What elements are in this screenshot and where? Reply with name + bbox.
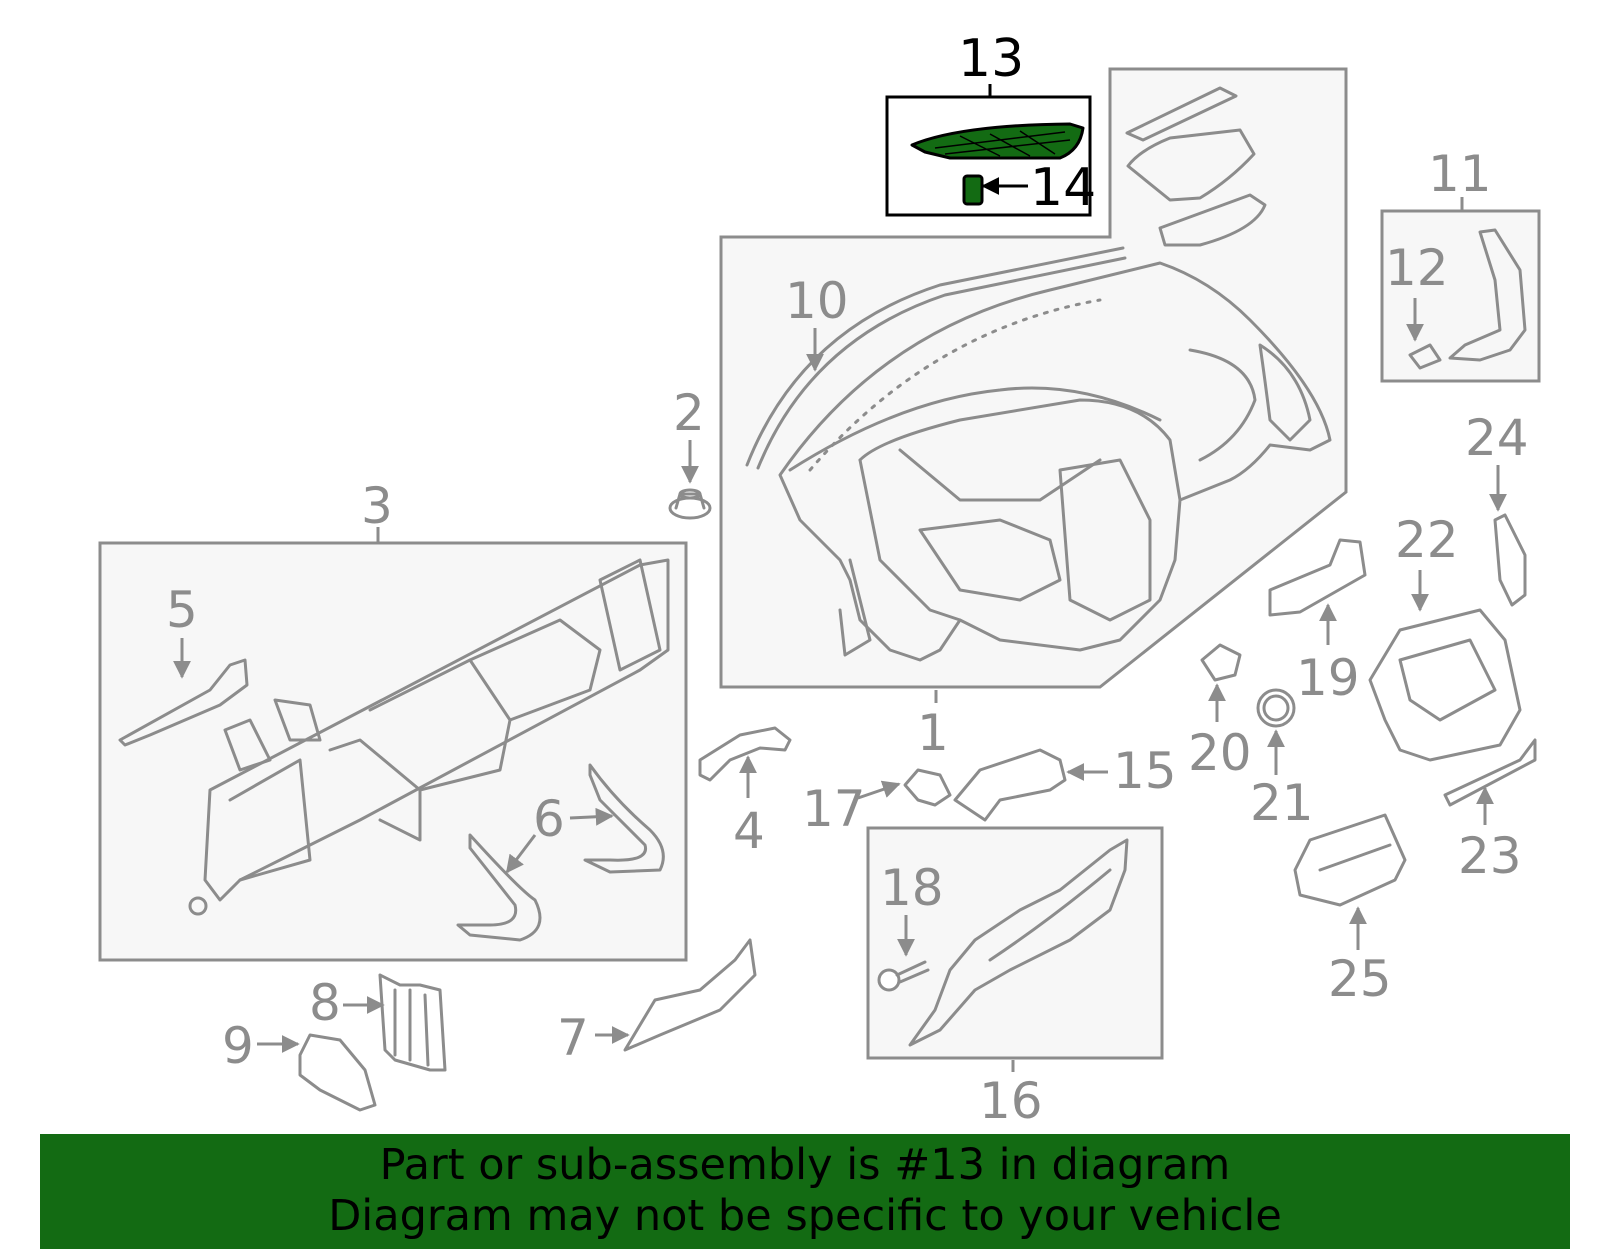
part-1-instrument-panel[interactable] bbox=[778, 261, 1332, 662]
part-17-clip[interactable] bbox=[903, 768, 952, 807]
part-4-bracket[interactable] bbox=[698, 726, 792, 782]
banner-line-2: Diagram may not be specific to your vehi… bbox=[328, 1191, 1282, 1241]
callout-4[interactable]: 4 bbox=[733, 802, 765, 860]
callout-5[interactable]: 5 bbox=[166, 581, 198, 639]
group-box-1 bbox=[719, 67, 1348, 689]
leader-lines bbox=[173, 84, 1507, 1072]
callout-9[interactable]: 9 bbox=[222, 1017, 254, 1075]
part-5-bracket[interactable] bbox=[118, 658, 249, 747]
banner-line-1: Part or sub-assembly is #13 in diagram bbox=[379, 1140, 1231, 1190]
callout-13[interactable]: 13 bbox=[958, 29, 1024, 89]
part-21-ring[interactable] bbox=[1256, 688, 1296, 728]
callout-15[interactable]: 15 bbox=[1113, 742, 1177, 800]
part-10-defroster-strip[interactable] bbox=[745, 246, 1127, 470]
part-15-duct[interactable] bbox=[953, 748, 1067, 822]
part-11-side-trim[interactable] bbox=[1448, 228, 1527, 362]
part-23-strip[interactable] bbox=[1443, 738, 1537, 807]
part-7-trim-panel[interactable] bbox=[623, 938, 757, 1052]
group-box-11 bbox=[1380, 209, 1541, 383]
part-19-bracket[interactable] bbox=[1268, 538, 1367, 617]
callout-25[interactable]: 25 bbox=[1328, 950, 1392, 1008]
part-12-clip[interactable] bbox=[1408, 343, 1442, 370]
callout-20[interactable]: 20 bbox=[1188, 724, 1252, 782]
callout-8[interactable]: 8 bbox=[309, 974, 341, 1032]
callout-23[interactable]: 23 bbox=[1458, 827, 1522, 885]
part-3-cross-car-beam[interactable] bbox=[188, 558, 670, 916]
callout-11[interactable]: 11 bbox=[1428, 145, 1492, 203]
info-banner: Part or sub-assembly is #13 in diagram D… bbox=[40, 1134, 1570, 1249]
callout-24[interactable]: 24 bbox=[1465, 409, 1529, 467]
callout-21[interactable]: 21 bbox=[1250, 774, 1314, 832]
group-box-3 bbox=[98, 541, 688, 962]
part-top-trim-pieces[interactable] bbox=[1125, 86, 1267, 247]
callout-10[interactable]: 10 bbox=[785, 272, 849, 330]
part-22-center-bezel[interactable] bbox=[1368, 608, 1522, 762]
part-25-control-panel[interactable] bbox=[1293, 813, 1407, 907]
callout-6[interactable]: 6 bbox=[533, 790, 565, 848]
callout-1[interactable]: 1 bbox=[917, 704, 949, 762]
part-20-switch[interactable] bbox=[1200, 643, 1242, 682]
part-13-finish-panel[interactable] bbox=[910, 122, 1085, 160]
callout-3[interactable]: 3 bbox=[361, 477, 393, 535]
part-8-bracket[interactable] bbox=[378, 973, 447, 1072]
callout-7[interactable]: 7 bbox=[557, 1009, 589, 1067]
callout-14[interactable]: 14 bbox=[1030, 158, 1096, 218]
callout-17[interactable]: 17 bbox=[802, 780, 866, 838]
part-24-trim[interactable] bbox=[1493, 513, 1527, 607]
part-16-glove-box[interactable] bbox=[908, 838, 1129, 1047]
part-9-bracket[interactable] bbox=[298, 1033, 377, 1112]
callout-2[interactable]: 2 bbox=[673, 384, 705, 442]
part-14-clip[interactable] bbox=[962, 174, 1028, 206]
part-18-screw[interactable] bbox=[877, 960, 930, 992]
callout-19[interactable]: 19 bbox=[1296, 649, 1360, 707]
callout-12[interactable]: 12 bbox=[1385, 239, 1449, 297]
callout-labels: 1 2 3 4 5 6 7 8 9 10 11 12 13 14 15 16 1… bbox=[166, 29, 1529, 1130]
callout-22[interactable]: 22 bbox=[1395, 511, 1459, 569]
part-2-nut[interactable] bbox=[668, 488, 712, 520]
part-6-brackets[interactable] bbox=[456, 763, 665, 942]
callout-18[interactable]: 18 bbox=[880, 859, 944, 917]
callout-16[interactable]: 16 bbox=[979, 1072, 1043, 1130]
